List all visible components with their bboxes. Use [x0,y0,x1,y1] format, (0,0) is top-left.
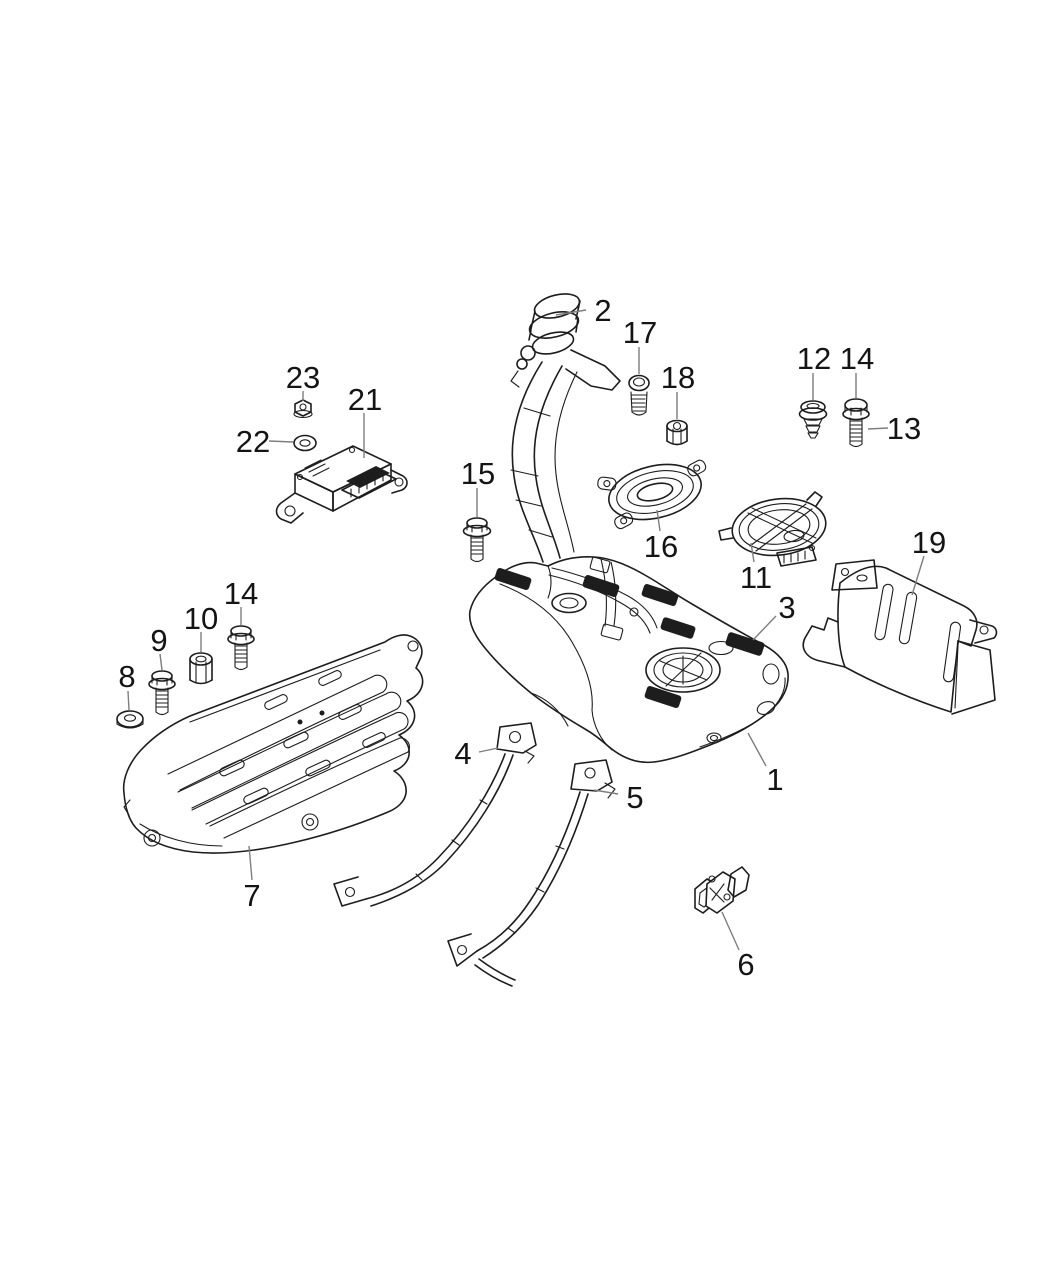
part-spacer-10 [189,652,213,685]
callout-label-10: 10 [184,601,218,636]
leader-8 [127,690,130,711]
part-heat-shield [802,559,998,715]
part-filler-tube [510,293,621,563]
part-push-clip-12 [798,400,828,439]
part-clamp-bracket [694,866,750,914]
part-lock-ring-11 [718,491,827,567]
tank-mount-pads [494,568,696,708]
part-seal-plate-16 [597,459,707,530]
part-tank-strap-front [333,722,537,907]
leader-4 [478,747,499,753]
callout-label-18: 18 [661,360,695,395]
skid-plate-slots [219,670,386,805]
part-nut-23 [293,399,313,419]
callout-label-6: 6 [737,947,754,982]
part-nut-18 [666,419,688,446]
part-nut-8 [116,710,144,729]
callout-label-9: 9 [150,623,167,658]
leader-19 [911,555,925,596]
leader-16 [656,509,661,532]
callout-labels: 1 2 3 4 5 6 7 8 9 10 11 12 13 14 14 15 1… [118,293,946,982]
callout-label-13: 13 [887,411,921,446]
callout-label-5: 5 [626,780,643,815]
leader-22 [268,440,294,443]
leader-13 [867,427,889,430]
tank-pad-3 [725,632,765,656]
callout-label-2: 2 [594,293,611,328]
callout-label-8: 8 [118,659,135,694]
part-screw-17 [628,374,650,416]
part-tank-strap-rear [447,759,616,987]
leader-3 [752,615,777,641]
part-skid-plate [122,634,424,854]
part-control-module [275,445,408,524]
callout-label-14-right: 14 [840,341,874,376]
leader-1 [747,732,767,767]
leader-7 [248,845,253,881]
part-bolt-15 [462,517,492,563]
leader-11 [750,542,755,563]
part-fuel-tank [468,556,789,764]
leader-2 [555,309,587,316]
callout-label-23: 23 [286,360,320,395]
callout-label-1: 1 [766,762,783,797]
leader-5 [593,789,619,795]
callout-label-7: 7 [243,878,260,913]
callout-label-11: 11 [740,560,772,595]
callout-label-16: 16 [644,529,678,564]
callout-label-22: 22 [236,424,270,459]
part-bolt-14-left [227,625,255,671]
leader-9 [159,653,163,671]
callout-label-4: 4 [454,736,471,771]
callout-label-3: 3 [778,590,795,625]
part-washer-22 [293,434,317,452]
callout-label-14-left: 14 [224,576,258,611]
callout-label-21: 21 [348,382,382,417]
callout-label-15: 15 [461,456,495,491]
part-bolt-9 [148,670,176,716]
callout-label-12: 12 [797,341,831,376]
callout-label-19: 19 [912,525,946,560]
part-screw-13-14 [842,398,870,448]
leader-lines [127,309,925,951]
callout-label-17: 17 [623,315,657,350]
leader-6 [721,911,740,951]
